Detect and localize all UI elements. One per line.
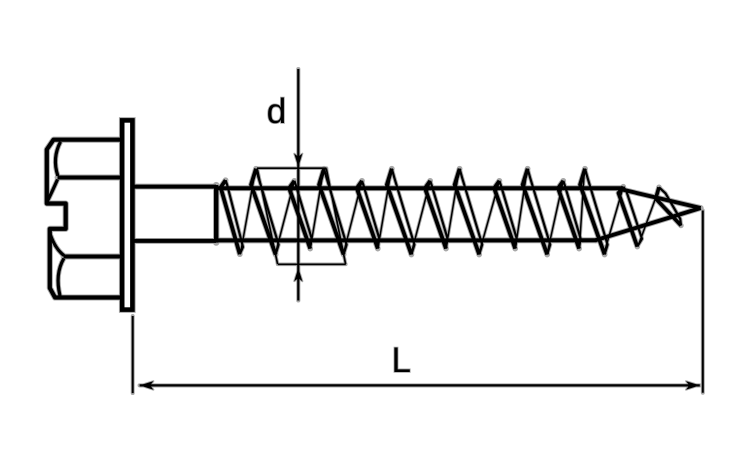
svg-text:d: d <box>267 91 287 131</box>
svg-text:d: d <box>267 91 287 131</box>
svg-text:L: L <box>392 341 411 380</box>
svg-text:L: L <box>392 341 411 380</box>
